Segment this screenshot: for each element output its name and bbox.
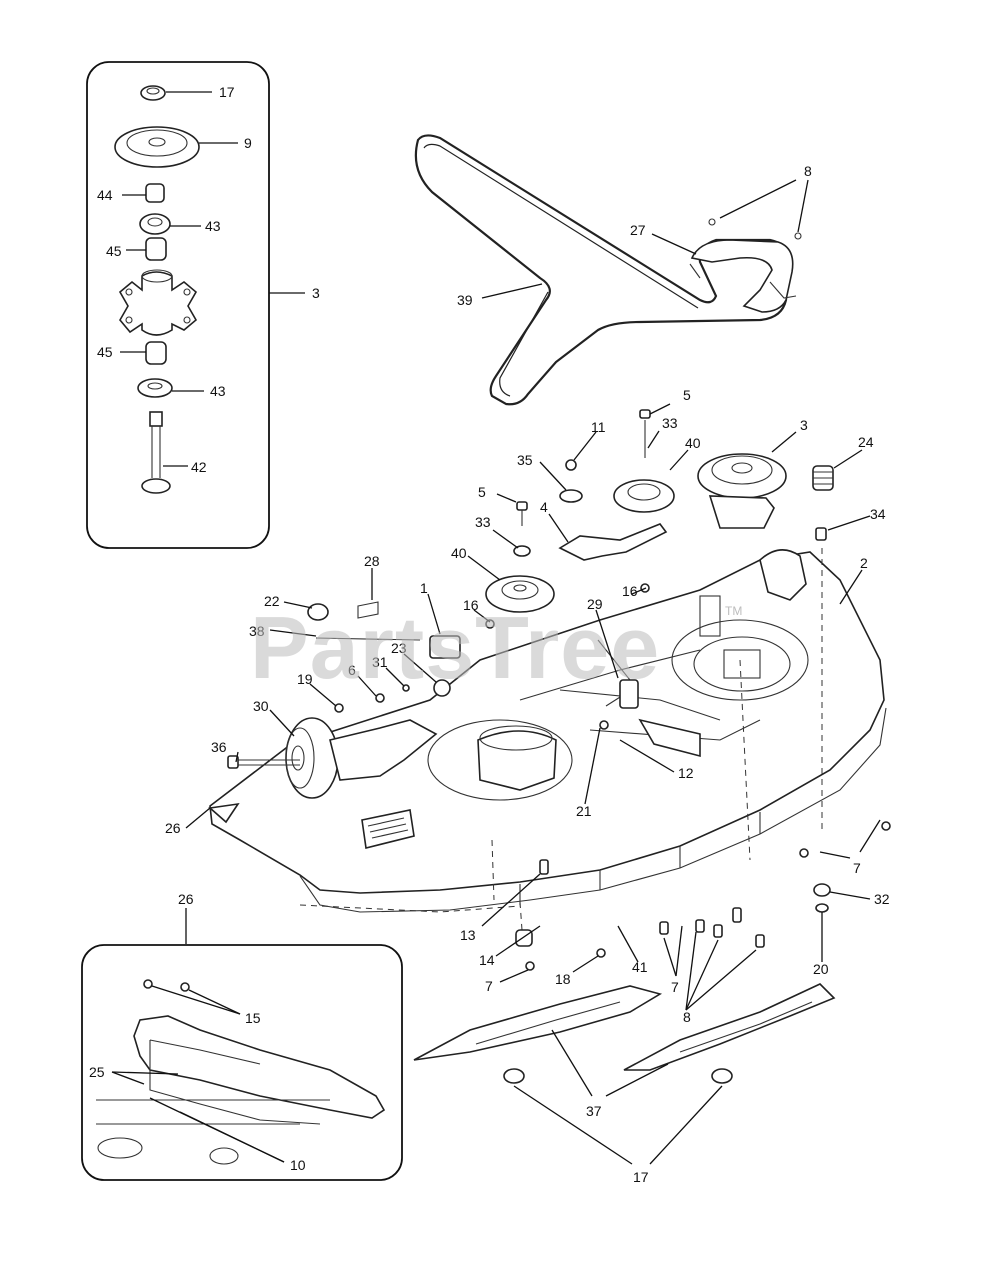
callout-26: 26 bbox=[165, 820, 181, 836]
callout-9: 9 bbox=[244, 135, 252, 151]
callout-35: 35 bbox=[517, 452, 533, 468]
callout-26: 26 bbox=[178, 891, 194, 907]
callout-2: 2 bbox=[860, 555, 868, 571]
blades: 37 17 bbox=[413, 983, 836, 1185]
callout-19: 19 bbox=[297, 671, 313, 687]
callout-3: 3 bbox=[312, 285, 320, 301]
baffle-inset: 26 15 25 10 bbox=[81, 891, 403, 1181]
belt bbox=[414, 134, 790, 406]
callout-32: 32 bbox=[874, 891, 890, 907]
callout-21: 21 bbox=[576, 803, 592, 819]
partstree-watermark: PartsTree bbox=[250, 598, 660, 697]
callout-45: 45 bbox=[97, 344, 113, 360]
callout-6: 6 bbox=[348, 662, 356, 678]
callout-1: 1 bbox=[420, 580, 428, 596]
callout-15: 15 bbox=[245, 1010, 261, 1026]
callout-23: 23 bbox=[391, 640, 407, 656]
callout-7: 7 bbox=[853, 860, 861, 876]
callout-10: 10 bbox=[290, 1157, 306, 1173]
callout-27: 27 bbox=[630, 222, 646, 238]
callout-38: 38 bbox=[249, 623, 265, 639]
callout-37: 37 bbox=[586, 1103, 602, 1119]
callout-43: 43 bbox=[205, 218, 221, 234]
callout-42: 42 bbox=[191, 459, 207, 475]
callout-17: 17 bbox=[633, 1169, 649, 1185]
callout-40: 40 bbox=[451, 545, 467, 561]
callout-5: 5 bbox=[683, 387, 691, 403]
callout-8: 8 bbox=[683, 1009, 691, 1025]
spindle-inset: 17 9 44 43 45 3 45 43 42 bbox=[86, 61, 320, 549]
callout-11: 11 bbox=[591, 419, 606, 435]
callout-17: 17 bbox=[219, 84, 235, 100]
callout-7: 7 bbox=[671, 979, 679, 995]
callout-41: 41 bbox=[632, 959, 648, 975]
callout-3: 3 bbox=[800, 417, 808, 433]
belt-assembly: 8 27 39 bbox=[414, 134, 812, 406]
callout-18: 18 bbox=[555, 971, 571, 987]
callout-12: 12 bbox=[678, 765, 694, 781]
callout-45: 45 bbox=[106, 243, 122, 259]
callout-22: 22 bbox=[264, 593, 280, 609]
trademark-symbol: TM bbox=[725, 604, 742, 618]
callout-31: 31 bbox=[372, 654, 388, 670]
callout-43: 43 bbox=[210, 383, 226, 399]
callout-40: 40 bbox=[685, 435, 701, 451]
callout-24: 24 bbox=[858, 434, 874, 450]
callout-14: 14 bbox=[479, 952, 495, 968]
callout-28: 28 bbox=[364, 553, 380, 569]
callout-30: 30 bbox=[253, 698, 269, 714]
callout-8: 8 bbox=[804, 163, 812, 179]
callout-16: 16 bbox=[463, 597, 479, 613]
callout-7: 7 bbox=[485, 978, 493, 994]
callout-39: 39 bbox=[457, 292, 473, 308]
callout-44: 44 bbox=[97, 187, 113, 203]
idler-pulleys: 5 11 33 40 3 24 35 5 4 34 33 40 bbox=[451, 387, 886, 613]
callout-5: 5 bbox=[478, 484, 486, 500]
callout-36: 36 bbox=[211, 739, 227, 755]
callout-4: 4 bbox=[540, 499, 548, 515]
callout-33: 33 bbox=[475, 514, 491, 530]
callout-33: 33 bbox=[662, 415, 678, 431]
callout-34: 34 bbox=[870, 506, 886, 522]
callout-29: 29 bbox=[587, 596, 603, 612]
callout-20: 20 bbox=[813, 961, 829, 977]
mower-deck: 16 2 28 22 1 16 29 38 23 31 19 6 30 12 3… bbox=[165, 548, 891, 1025]
callout-25: 25 bbox=[89, 1064, 105, 1080]
callout-13: 13 bbox=[460, 927, 476, 943]
callout-16: 16 bbox=[622, 583, 638, 599]
